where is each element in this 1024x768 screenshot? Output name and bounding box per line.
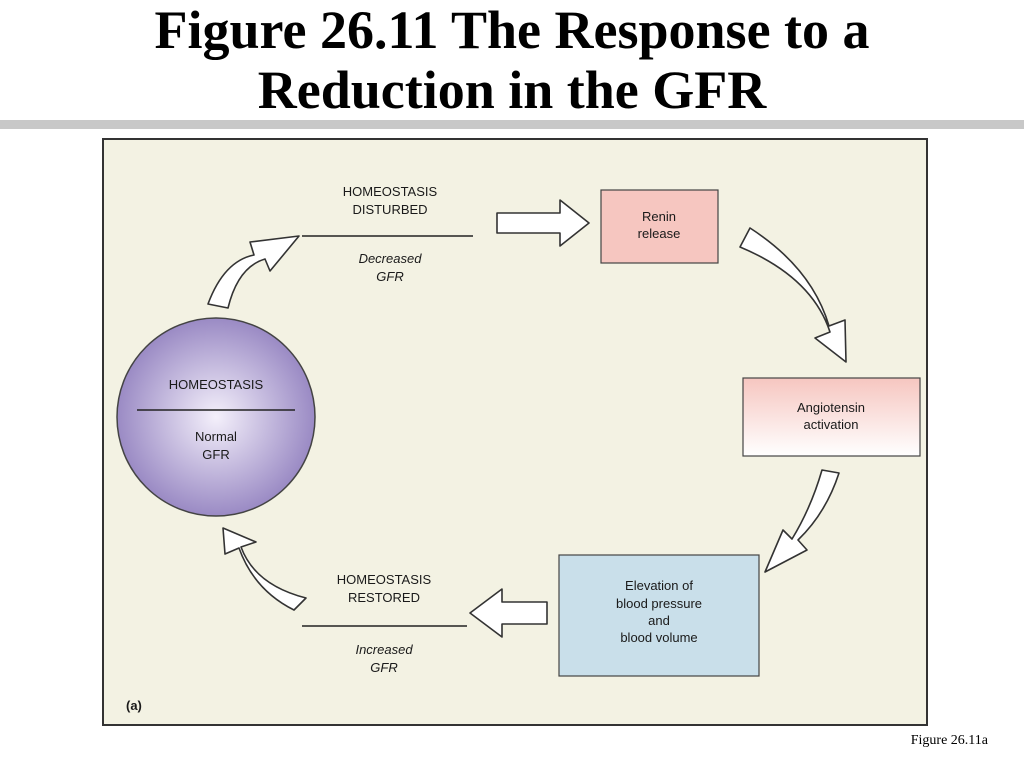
- angiotensin-activation-box: Angiotensin activation: [742, 377, 921, 457]
- gfr-label: GFR: [202, 447, 229, 462]
- elevation-blood-pressure-box: Elevation of blood pressure and blood vo…: [558, 554, 760, 677]
- activation-label: activation: [804, 417, 859, 432]
- homeostasis-circle: HOMEOSTASIS Normal GFR: [116, 317, 316, 517]
- panel-label: (a): [126, 698, 142, 713]
- disturbed-line-1: HOMEOSTASIS: [343, 184, 438, 199]
- figure-caption: Figure 26.11a: [910, 733, 988, 748]
- slide-title-line-1: Figure 26.11 The Response to a: [154, 0, 870, 60]
- homeostasis-label: HOMEOSTASIS: [169, 377, 264, 392]
- slide-title: Figure 26.11 The Response to a Reduction…: [0, 0, 1024, 120]
- slide-title-line-2: Reduction in the GFR: [257, 60, 767, 120]
- figure-panel: HOMEOSTASIS Normal GFR HOMEOSTASIS DISTU…: [102, 138, 928, 726]
- increased-gfr-label: GFR: [370, 660, 397, 675]
- renin-label: Renin: [642, 209, 676, 224]
- homeostasis-disturbed-block: HOMEOSTASIS DISTURBED Decreased GFR: [302, 184, 473, 284]
- normal-label: Normal: [195, 429, 237, 444]
- decreased-gfr-label: GFR: [376, 269, 403, 284]
- arrow-to-restored: [469, 588, 548, 638]
- elevation-line-1: Elevation of: [625, 578, 693, 593]
- restored-line-2: RESTORED: [348, 590, 420, 605]
- disturbed-line-2: DISTURBED: [352, 202, 427, 217]
- decreased-label: Decreased: [359, 251, 423, 266]
- gfr-feedback-diagram: HOMEOSTASIS Normal GFR HOMEOSTASIS DISTU…: [116, 184, 921, 713]
- elevation-line-4: blood volume: [620, 630, 697, 645]
- restored-line-1: HOMEOSTASIS: [337, 572, 432, 587]
- arrow-to-renin: [496, 199, 590, 247]
- arrow-to-disturbed: [207, 235, 300, 309]
- elevation-line-2: blood pressure: [616, 596, 702, 611]
- arrow-to-elevation: [764, 469, 840, 573]
- increased-label: Increased: [355, 642, 413, 657]
- arrow-to-angiotensin: [739, 227, 847, 363]
- angiotensin-label: Angiotensin: [797, 400, 865, 415]
- elevation-line-3: and: [648, 613, 670, 628]
- arrow-to-homeostasis-return: [222, 527, 307, 611]
- title-divider: [0, 120, 1024, 129]
- homeostasis-restored-block: HOMEOSTASIS RESTORED Increased GFR: [302, 572, 467, 675]
- release-label: release: [638, 226, 681, 241]
- renin-release-box: Renin release: [600, 189, 719, 264]
